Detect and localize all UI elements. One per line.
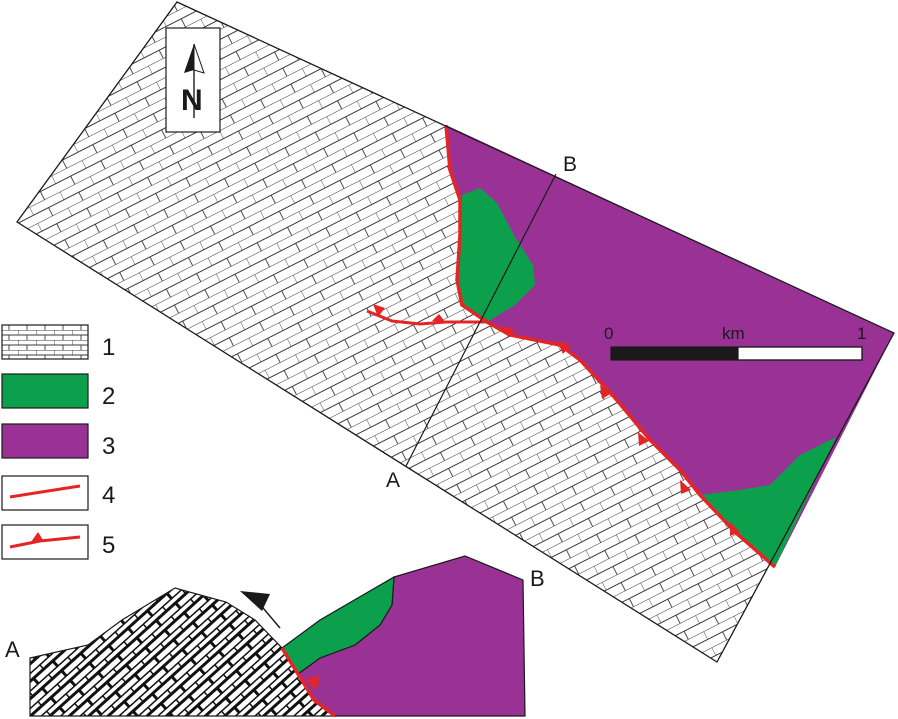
- scale-bar: 0 km 1: [604, 324, 866, 361]
- legend: 1 2 3 4 5: [1, 324, 115, 560]
- legend-label-5: 5: [102, 532, 115, 559]
- legend-item-3: 3: [1, 423, 115, 460]
- profile-line-ab: [405, 173, 557, 467]
- scale-bar-black-segment: [611, 347, 738, 360]
- legend-swatch-brick: [1, 324, 89, 360]
- section-label-b: B: [530, 566, 545, 591]
- thrust-teeth: [373, 304, 740, 536]
- legend-thrust-tooth-icon: [31, 532, 43, 542]
- fault-line-west: [366, 309, 487, 326]
- north-arrow: N: [165, 27, 221, 133]
- legend-thrust-line-icon: [9, 535, 81, 549]
- north-arrow-frame: [165, 27, 221, 133]
- legend-fault-line-icon: [9, 484, 81, 499]
- scale-bar-outline: [610, 346, 863, 361]
- section-thrust-line: [280, 647, 337, 718]
- cross-section: A B: [5, 555, 545, 718]
- legend-item-2: 2: [1, 373, 115, 410]
- legend-item-1: 1: [1, 324, 115, 361]
- legend-item-5: 5: [1, 524, 115, 560]
- unit3-purple-area: [446, 125, 894, 567]
- map-area: A B N 0 km 1: [16, 1, 895, 663]
- thrust-fault-line: [444, 124, 777, 569]
- profile-label-b: B: [563, 153, 577, 176]
- section-limestone: [29, 587, 337, 717]
- scale-bar-unit-label: km: [722, 324, 745, 343]
- unit2-green-area: [457, 188, 535, 322]
- profile-label-a: A: [386, 469, 400, 492]
- scale-bar-end-label: 1: [857, 324, 866, 343]
- section-motion-arrow-icon: [240, 591, 281, 629]
- section-thrust-tooth: [305, 676, 320, 690]
- section-label-a: A: [5, 637, 20, 662]
- map-frame: [16, 1, 895, 663]
- scale-bar-start-label: 0: [604, 324, 613, 343]
- legend-label-3: 3: [102, 433, 115, 460]
- legend-item-4: 4: [1, 475, 115, 511]
- legend-swatch-green: [1, 373, 89, 409]
- scale-bar-white-segment: [737, 346, 863, 361]
- legend-label-1: 1: [102, 334, 115, 361]
- legend-swatch-fault: [1, 475, 89, 511]
- legend-swatch-purple: [1, 423, 89, 459]
- north-arrow-icon: [184, 43, 205, 118]
- legend-label-2: 2: [102, 383, 115, 410]
- unit2-green-area-southeast: [700, 437, 836, 567]
- north-arrow-letter: N: [181, 84, 203, 117]
- unit1-limestone-area: [17, 2, 894, 662]
- section-green-sliver: [281, 575, 395, 675]
- legend-label-4: 4: [102, 482, 115, 509]
